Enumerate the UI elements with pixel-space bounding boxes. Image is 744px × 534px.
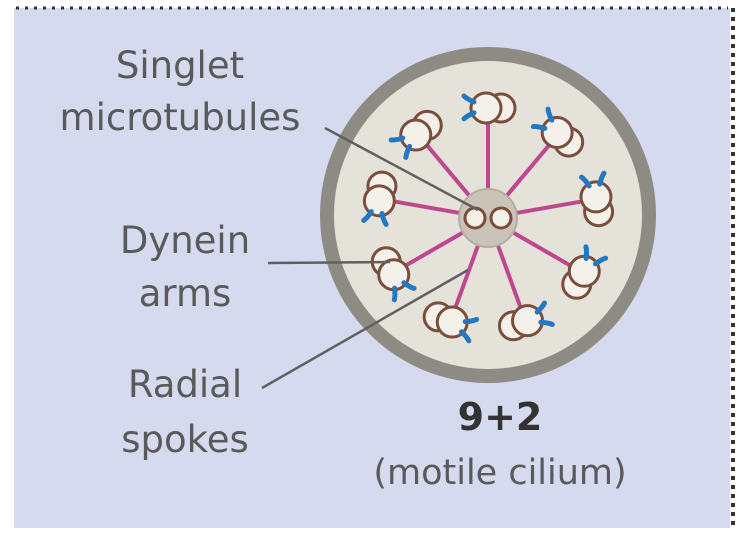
dynein-arm bbox=[465, 319, 476, 321]
central-microtubule-left bbox=[465, 208, 485, 228]
dynein-label-line2: arms bbox=[139, 272, 232, 315]
dynein-label-line1: Dynein bbox=[120, 219, 250, 262]
dynein-arm bbox=[541, 322, 552, 324]
a-tubule bbox=[401, 120, 431, 150]
dynein-arm bbox=[391, 138, 403, 140]
structure-formula: 9+2 bbox=[458, 395, 543, 439]
singlet-label-line2: microtubules bbox=[60, 96, 301, 139]
cilium-cross-section bbox=[320, 47, 656, 383]
central-microtubule-right bbox=[491, 208, 511, 228]
a-tubule bbox=[542, 117, 572, 147]
a-tubule bbox=[569, 256, 599, 286]
radial-label-line1: Radial bbox=[128, 363, 242, 406]
singlet-label-line1: Singlet bbox=[116, 44, 244, 87]
dynein-arm bbox=[394, 288, 395, 300]
dynein-leader-line bbox=[268, 262, 390, 263]
dynein-arm bbox=[533, 127, 545, 129]
a-tubule bbox=[581, 182, 611, 212]
dynein-arm bbox=[586, 247, 587, 259]
radial-label-line2: spokes bbox=[121, 418, 249, 461]
structure-type: (motile cilium) bbox=[373, 453, 626, 493]
a-tubule bbox=[471, 93, 501, 123]
